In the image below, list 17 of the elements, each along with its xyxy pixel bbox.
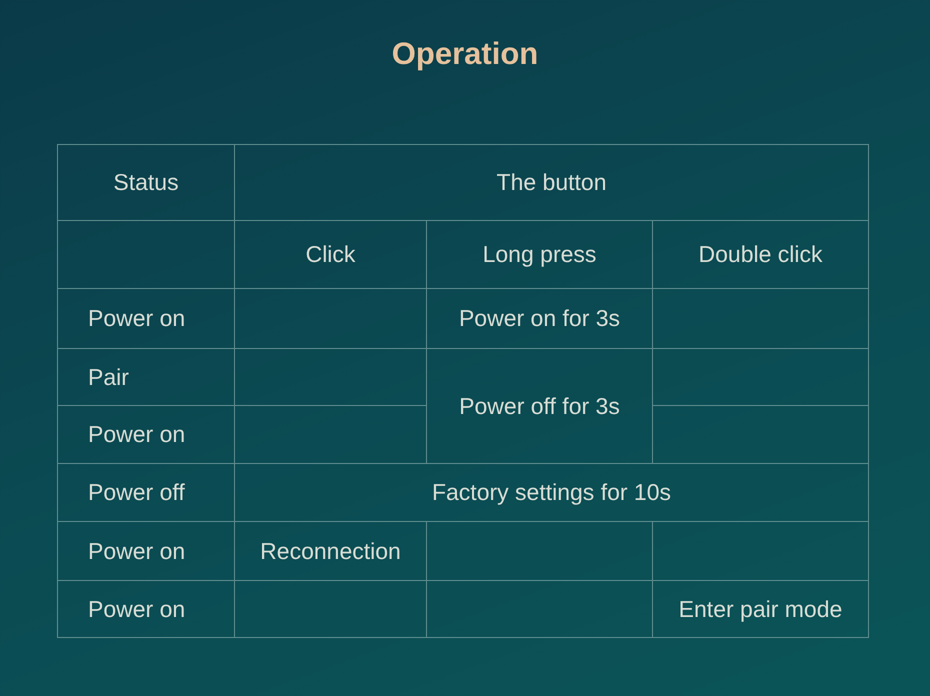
- table-entry: Power on: [88, 421, 186, 448]
- table-entry: Status: [113, 169, 179, 196]
- table-entry: Factory settings for 10s: [432, 479, 672, 506]
- table-entry: Pair: [88, 364, 129, 390]
- table-entry: Power on: [88, 596, 186, 622]
- table-entry: Power on: [88, 305, 186, 332]
- table-entry: Power off: [88, 479, 185, 506]
- page-title: Operation: [390, 36, 540, 72]
- table-entry: Power off for 3s: [459, 392, 620, 420]
- table-entry: Reconnection: [260, 538, 401, 564]
- table-entry: Long press: [482, 241, 596, 268]
- table-entry: Click: [306, 241, 356, 268]
- table-entry: Enter pair mode: [678, 596, 842, 622]
- table-entry: Double click: [698, 241, 822, 268]
- table-entry: The button: [496, 169, 606, 196]
- table-entry: Power on for 3s: [458, 305, 620, 332]
- table-entry: Power on: [88, 538, 186, 564]
